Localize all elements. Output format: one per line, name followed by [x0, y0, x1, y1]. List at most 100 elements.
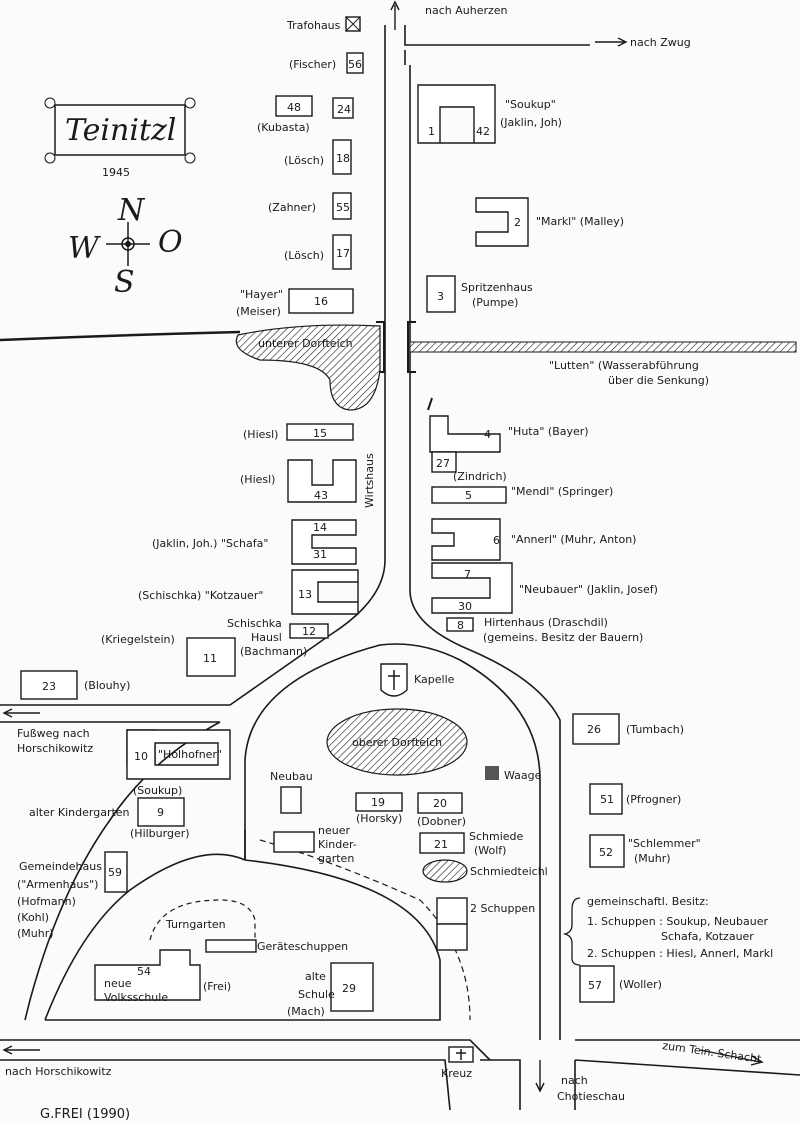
- neuer-kindergarten: [273, 831, 315, 853]
- label-pfrogner: (Pfrogner): [626, 793, 681, 806]
- label-wirtshaus: Wirtshaus: [363, 453, 376, 508]
- label-hiesl-2: (Hiesl): [240, 473, 275, 486]
- schuppen-2: [436, 923, 468, 951]
- brace: [562, 897, 581, 966]
- num-12: 12: [302, 625, 316, 638]
- house-5: [431, 486, 507, 504]
- num-31: 31: [313, 548, 327, 561]
- label-muhr-3: (Muhr): [17, 927, 54, 940]
- num-55: 55: [336, 201, 350, 214]
- label-tein-schacht: zum Tein. Schacht: [662, 1039, 763, 1066]
- label-armenhaus: ("Armenhaus"): [17, 878, 98, 891]
- label-gem-besitz: gemeinschaftl. Besitz:: [587, 895, 709, 908]
- house-4: [429, 415, 501, 453]
- label-spritzenhaus: Spritzenhaus: [461, 281, 533, 294]
- house-1-42: [417, 84, 496, 144]
- label-turngarten: Turngarten: [165, 918, 226, 931]
- house-9: [137, 797, 185, 827]
- schmiedteichl-pond: [422, 859, 468, 883]
- house-52: [589, 834, 625, 868]
- label-oberer-dorfteich: oberer Dorfteich: [352, 736, 442, 749]
- num-5: 5: [465, 489, 472, 502]
- house-48: [275, 95, 313, 117]
- num-26: 26: [587, 723, 601, 736]
- num-4: 4: [484, 428, 491, 441]
- num-52: 52: [599, 846, 613, 859]
- label-kubasta: (Kubasta): [257, 121, 310, 134]
- label-losch-1: (Lösch): [284, 154, 324, 167]
- label-hiesl-1: (Hiesl): [243, 428, 278, 441]
- roads: [0, 25, 800, 1111]
- neubau: [280, 786, 302, 814]
- num-1: 1: [428, 125, 435, 138]
- label-nach-zwug: nach Zwug: [630, 36, 691, 49]
- label-schischka: Schischka: [227, 617, 282, 630]
- compass-west: W: [68, 231, 101, 266]
- num-19: 19: [371, 796, 385, 809]
- label-huta: "Huta" (Bayer): [508, 425, 589, 438]
- num-18: 18: [336, 152, 350, 165]
- label-hofmann: (Hofmann): [17, 895, 76, 908]
- label-losch-2: (Lösch): [284, 249, 324, 262]
- label-soukup: "Soukup": [505, 98, 556, 111]
- label-muhr-2: (Muhr): [634, 852, 671, 865]
- place-labels: nach Auherzen nach Zwug Trafohaus (Fisch…: [5, 4, 773, 1122]
- house-51: [589, 783, 623, 815]
- num-17: 17: [336, 247, 350, 260]
- compass-east: O: [158, 225, 183, 260]
- house-24: [332, 97, 354, 119]
- house-8: [446, 617, 474, 632]
- direction-arrows: [2, 0, 764, 1093]
- label-horsky: (Horsky): [356, 812, 402, 825]
- label-schuppen-1: 1. Schuppen : Soukup, Neubauer: [587, 915, 768, 928]
- label-nach-auherzen: nach Auherzen: [425, 4, 508, 17]
- label-mendl: "Mendl" (Springer): [511, 485, 613, 498]
- num-43: 43: [314, 489, 328, 502]
- label-schafa: (Jaklin, Joh.) "Schafa": [152, 537, 268, 550]
- num-16: 16: [314, 295, 328, 308]
- label-waage: Waage: [504, 769, 542, 782]
- house-59: [104, 851, 128, 893]
- house-23: [20, 670, 78, 700]
- num-27: 27: [436, 457, 450, 470]
- house-21: [419, 832, 465, 854]
- num-23: 23: [42, 680, 56, 693]
- label-volksschule: Volksschule: [104, 991, 168, 1004]
- waage-marker: [485, 766, 499, 780]
- label-gemeins: (gemeins. Besitz der Bauern): [483, 631, 643, 644]
- label-mach: (Mach): [287, 1005, 325, 1018]
- label-schlemmer: "Schlemmer": [628, 837, 701, 850]
- num-14: 14: [313, 521, 327, 534]
- label-holhofner: "Holhofner": [158, 748, 222, 761]
- label-kriegelstein: (Kriegelstein): [101, 633, 175, 646]
- house-43: [287, 459, 357, 503]
- num-11: 11: [203, 652, 217, 665]
- label-lutten: "Lutten" (Wasserabführung: [549, 359, 699, 372]
- label-kinder: Kinder-: [318, 838, 357, 851]
- label-bachmann: (Bachmann): [240, 645, 307, 658]
- label-zindrich: (Zindrich): [453, 470, 507, 483]
- house-3: [426, 275, 456, 313]
- label-neubau: Neubau: [270, 770, 313, 783]
- num-21: 21: [434, 838, 448, 851]
- label-2-schuppen: 2 Schuppen: [470, 902, 535, 915]
- house-27: [431, 451, 457, 473]
- num-6: 6: [493, 534, 500, 547]
- label-kapelle: Kapelle: [414, 673, 455, 686]
- label-gemeindehaus: Gemeindehaus: [19, 860, 102, 873]
- house-13: [291, 569, 359, 615]
- label-nach: nach: [561, 1074, 588, 1087]
- label-schmiede: Schmiede: [469, 830, 524, 843]
- label-hayer: "Hayer": [240, 288, 283, 301]
- num-30: 30: [458, 600, 472, 613]
- label-trafohaus: Trafohaus: [286, 19, 341, 32]
- schuppen-1: [436, 897, 468, 925]
- house-11: [186, 637, 236, 677]
- label-hausl: Hausl: [251, 631, 282, 644]
- num-42: 42: [476, 125, 490, 138]
- label-neuer: neuer: [318, 824, 350, 837]
- label-annerl: "Annerl" (Muhr, Anton): [511, 533, 636, 546]
- gerateschuppen-bldg: [205, 939, 257, 953]
- label-markl: "Markl" (Malley): [536, 215, 624, 228]
